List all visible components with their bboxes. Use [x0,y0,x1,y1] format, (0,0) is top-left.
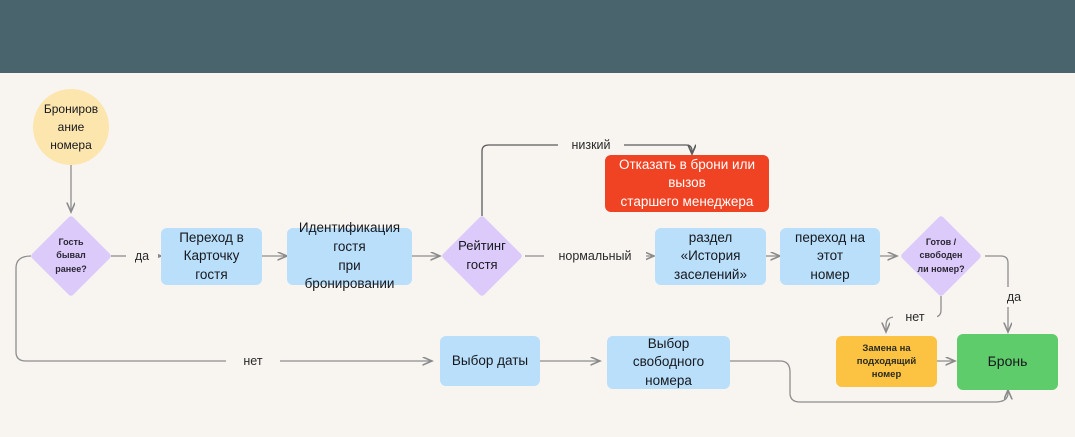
node-choose-date-label: Выбор даты [451,352,529,368]
node-replace-room-label: Замена на подходящий номер [836,342,937,381]
node-identify-guest-label: Идентификация гостя при бронировании [287,219,412,294]
node-decision-room-ready-label: Готов / свободен ли номер? [917,236,964,275]
goto-room-line-1: переход на этот [795,229,865,264]
goto-card-line-1: Переход в [179,229,244,245]
node-goto-guest-card-label: Переход в Карточку гостя [161,229,262,285]
node-identify-guest[interactable]: Идентификация гостя при бронировании [287,220,412,291]
choose-free-line-2: номера [645,372,692,388]
replace-line-2: номер [871,369,902,381]
edge-label-no-guest: нет [226,351,280,371]
node-booking-confirmed[interactable]: Бронь [957,334,1058,390]
replace-line-1: Замена на подходящий [856,342,917,367]
room-ready-line-2: свободен [919,250,963,261]
edge-label-low-rating: низкий [558,135,624,155]
edge-label-no-room: нет [893,307,937,327]
history-line-1: раздел «История [680,229,741,264]
guest-known-line-3: ранее? [55,263,87,274]
node-choose-free-room-label: Выбор свободного номера [607,335,730,391]
node-refuse-booking[interactable]: Отказать в брони или вызов старшего мене… [605,155,769,212]
node-booking-confirmed-label: Бронь [987,353,1028,370]
node-decision-guest-known-label: Гость бывал ранее? [55,236,86,275]
edge-label-yes-guest: да [126,246,158,266]
identify-line-2: при бронировании [304,257,395,292]
node-goto-room-label: переход на этот номер [780,229,880,285]
node-decision-guest-rating[interactable]: Рейтинг гостя [440,214,524,298]
rating-line-1: Рейтинг [458,238,506,254]
node-choose-free-room[interactable]: Выбор свободного номера [607,336,730,389]
room-ready-line-3: ли номер? [917,263,965,274]
node-decision-room-ready[interactable]: Готов / свободен ли номер? [899,214,983,298]
node-goto-room[interactable]: переход на этот номер [780,228,880,285]
node-start-booking[interactable]: Брониров ание номера [33,89,109,165]
refuse-line-2: старшего менеджера [620,193,754,209]
node-history-section-label: раздел «История заселений» [655,229,766,285]
goto-card-line-2: Карточку гостя [183,248,240,282]
edge-label-normal-rating: нормальный [544,246,646,266]
identify-line-1: Идентификация гостя [298,220,401,254]
node-goto-guest-card[interactable]: Переход в Карточку гостя [161,228,262,285]
edge-label-yes-room: да [996,287,1032,307]
choose-free-line-1: Выбор свободного [632,335,705,370]
rating-line-2: гостя [466,257,498,272]
node-history-section[interactable]: раздел «История заселений» [655,228,766,285]
guest-known-line-2: бывал [56,250,86,261]
refuse-line-1: Отказать в брони или вызов [619,156,755,191]
node-decision-guest-known[interactable]: Гость бывал ранее? [29,214,113,298]
goto-room-line-2: номер [810,266,850,282]
top-header-bar [0,0,1075,73]
node-start-booking-label: Брониров ание номера [44,100,98,154]
node-refuse-booking-label: Отказать в брони или вызов старшего мене… [605,156,769,212]
history-line-2: заселений» [674,266,747,282]
guest-known-line-1: Гость [58,237,84,248]
start-line-3: номера [50,138,92,152]
start-line-2: ание [57,120,85,134]
node-decision-guest-rating-label: Рейтинг гостя [458,237,506,275]
start-line-1: Брониров [43,102,99,116]
room-ready-line-1: Готов / [925,237,957,248]
node-choose-date[interactable]: Выбор даты [440,336,540,386]
node-replace-room[interactable]: Замена на подходящий номер [836,336,937,387]
